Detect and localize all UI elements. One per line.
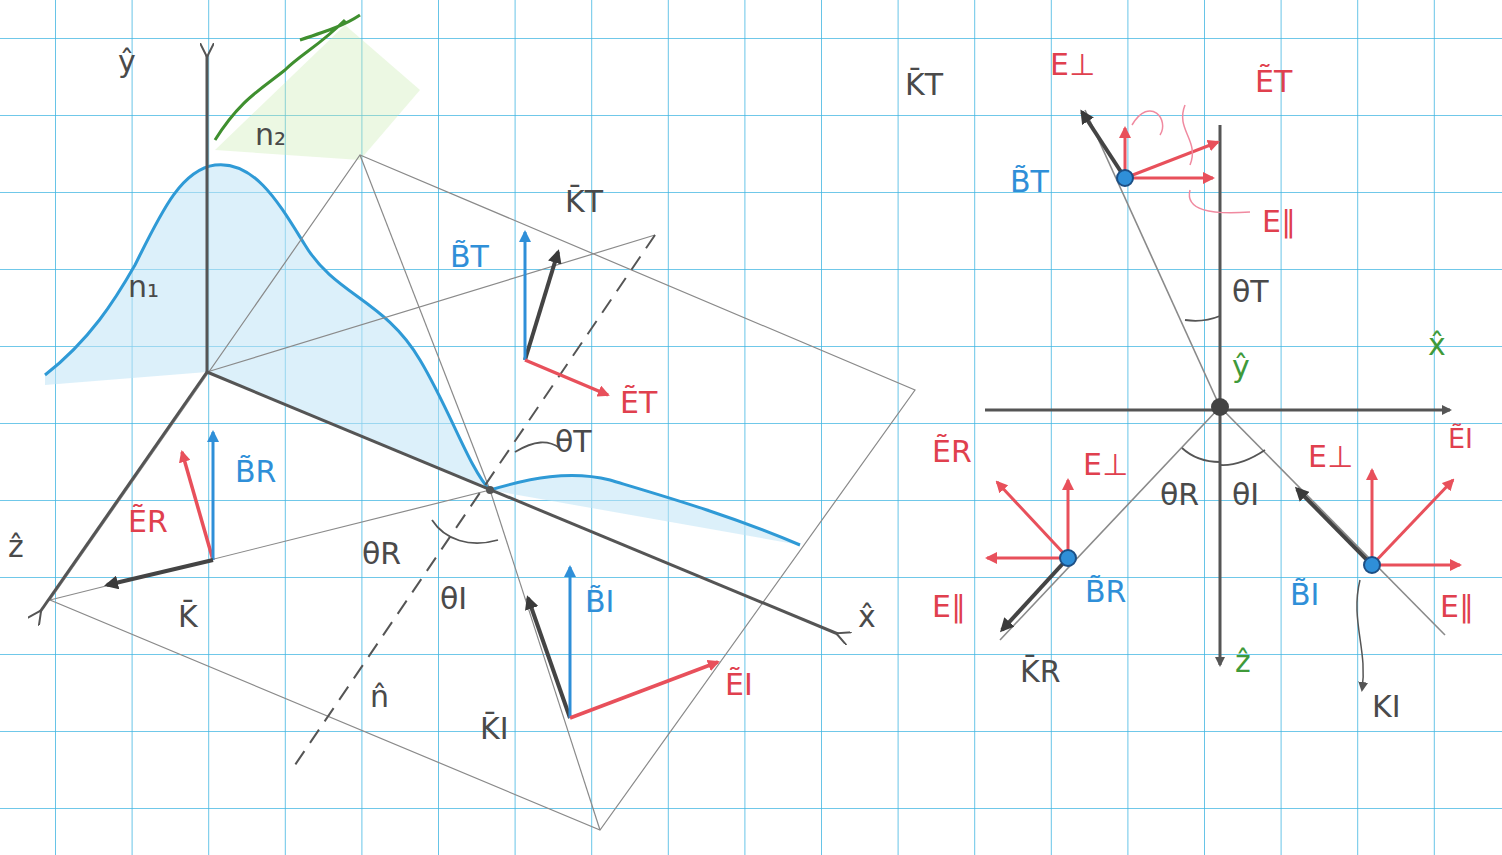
vector-label: E∥ xyxy=(932,590,966,623)
vector-label: K̄ xyxy=(178,600,198,633)
vector-label: E⊥ xyxy=(1308,440,1353,473)
vector-label: B̃R xyxy=(1085,575,1126,608)
vector-label: ẼR xyxy=(128,505,168,538)
vector-label: ẼT xyxy=(620,386,657,419)
axis-label: x̂ xyxy=(858,600,876,633)
vector-label: ẼR xyxy=(932,435,972,468)
vector-label: E⊥ xyxy=(1050,48,1095,81)
vector-label: B̃I xyxy=(585,585,614,618)
vector-label: ẼI xyxy=(1448,424,1473,454)
vector-label: B̃T xyxy=(450,240,489,273)
vector-label: K̄R xyxy=(1020,655,1061,688)
vector-label: B̃T xyxy=(1010,165,1049,198)
angle-label: θR xyxy=(1160,478,1199,511)
angle-label: θT xyxy=(1232,275,1269,308)
angle-label: θI xyxy=(1232,478,1259,511)
vector-label: ẼI xyxy=(725,668,753,701)
vector-label: K̄T xyxy=(905,68,943,101)
angle-label: θI xyxy=(440,582,467,615)
vector-label: E∥ xyxy=(1262,205,1296,238)
vector-label: ẼT xyxy=(1255,65,1292,98)
vector-label: B̃R xyxy=(235,455,276,488)
angle-label: θT xyxy=(555,425,592,458)
axis-label: ŷ xyxy=(1232,350,1250,383)
axis-label: ẑ xyxy=(1235,645,1251,678)
angle-label: θR xyxy=(362,537,401,570)
axis-label: x̂ xyxy=(1428,328,1446,361)
vector-label: KI xyxy=(1372,690,1401,723)
medium-label: n₁ xyxy=(128,270,159,303)
vector-label: E∥ xyxy=(1440,590,1474,623)
vector-label: K̄I xyxy=(480,712,509,745)
axis-label: n̂ xyxy=(370,680,389,713)
vector-label: K̄T xyxy=(565,185,603,218)
axis-label: ŷ xyxy=(118,45,136,78)
vector-label: B̃I xyxy=(1290,578,1319,611)
medium-label: n₂ xyxy=(255,118,286,151)
axis-label: ẑ xyxy=(8,530,24,563)
vector-label: E⊥ xyxy=(1083,448,1128,481)
